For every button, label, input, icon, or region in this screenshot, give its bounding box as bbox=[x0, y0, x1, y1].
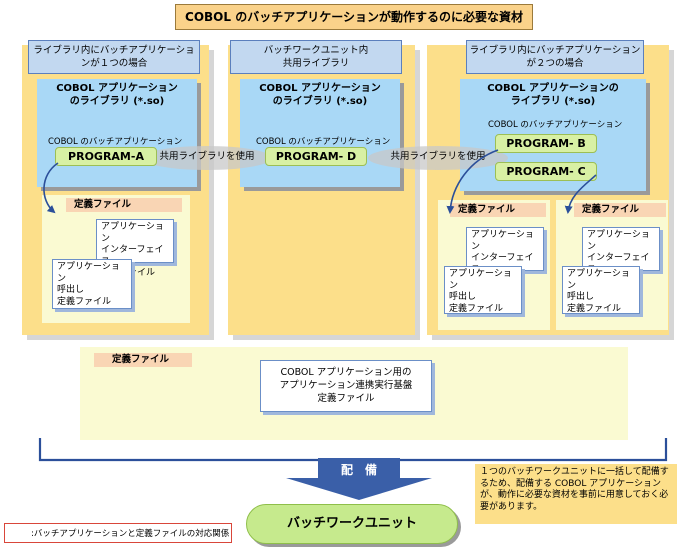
def-label-3b: 定義ファイル bbox=[574, 203, 666, 217]
def-label-3a: 定義ファイル bbox=[450, 203, 546, 217]
program-c: PROGRAM- C bbox=[495, 162, 597, 181]
library-box-2 bbox=[240, 79, 400, 187]
bottom-def-label: 定義ファイル bbox=[94, 353, 192, 367]
deploy-arrow bbox=[286, 458, 432, 500]
shared-library-oval-1: 共用ライブラリを使用 bbox=[142, 146, 272, 170]
diagram-title: COBOL のバッチアプリケーションが動作するのに必要な資材 bbox=[175, 4, 533, 30]
column-1-header: ライブラリ内にバッチアプリケーションが１つの場合 bbox=[28, 40, 200, 74]
doc-interface-3a: アプリケーションインターフェイス定義ファイル bbox=[466, 227, 544, 286]
shared-library-oval-2: 共用ライブラリを使用 bbox=[368, 146, 508, 170]
program-a: PROGRAM-A bbox=[55, 147, 157, 166]
library-title-1: COBOL アプリケーションのライブラリ (*.so) bbox=[56, 83, 178, 107]
arrow-program-a bbox=[43, 162, 59, 214]
app-label-2: COBOL のバッチアプリケーション bbox=[256, 137, 391, 147]
program-b: PROGRAM- B bbox=[495, 134, 597, 153]
bottom-doc: COBOL アプリケーション用のアプリケーション連携実行基盤定義ファイル bbox=[260, 360, 432, 412]
library-title-3: COBOL アプリケーションのライブラリ (*.so) bbox=[487, 83, 619, 107]
legend-box bbox=[4, 523, 232, 543]
arrow-program-b bbox=[446, 149, 499, 214]
app-label-1: COBOL のバッチアプリケーション bbox=[48, 137, 183, 147]
deploy-bracket bbox=[38, 438, 668, 462]
column-3-header: ライブラリ内にバッチアプリケーションが２つの場合 bbox=[466, 40, 644, 74]
batch-work-unit: バッチワークユニット bbox=[246, 504, 458, 544]
doc-call-3b: アプリケーション呼出し定義ファイル bbox=[562, 266, 640, 314]
deploy-label: 配 備 bbox=[340, 463, 377, 477]
note-box: １つのバッチワークユニットに一括して配備するため、配備する COBOL アプリケ… bbox=[475, 464, 677, 524]
def-label-1: 定義ファイル bbox=[66, 198, 182, 212]
doc-call-3a: アプリケーション呼出し定義ファイル bbox=[444, 266, 522, 314]
library-title-2: COBOL アプリケーションのライブラリ (*.so) bbox=[259, 83, 381, 107]
arrow-program-c bbox=[564, 174, 597, 214]
app-label-3: COBOL のバッチアプリケーション bbox=[488, 120, 623, 130]
column-2-header: バッチワークユニット内共用ライブラリ bbox=[230, 40, 402, 74]
program-d: PROGRAM- D bbox=[265, 147, 367, 166]
doc-call-1: アプリケーション呼出し定義ファイル bbox=[52, 259, 132, 309]
library-box-1 bbox=[37, 79, 197, 187]
legend-text: :バッチアプリケーションと定義ファイルの対応関係 bbox=[31, 529, 230, 539]
